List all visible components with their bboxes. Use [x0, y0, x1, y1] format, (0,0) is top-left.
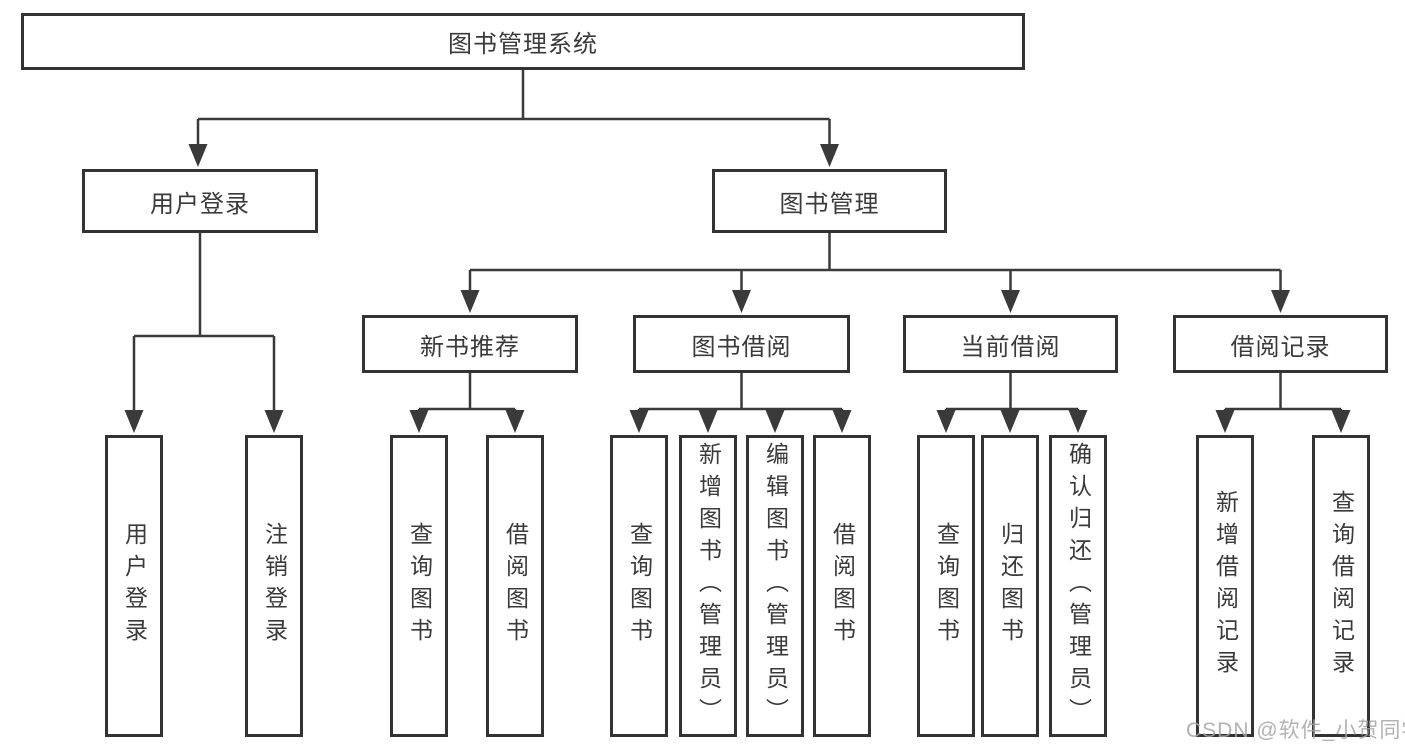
leaf-borrow-books-1: 借阅图书 — [486, 435, 544, 737]
arrowhead — [820, 144, 839, 167]
node-current-borrow: 当前借阅 — [903, 315, 1118, 373]
leaf-label: 查询借阅记录 — [1328, 490, 1355, 682]
connector-records-children — [1223, 373, 1343, 414]
arrowhead — [460, 290, 480, 313]
leaf-label: 确认归还（管理员） — [1065, 442, 1092, 730]
leaf-query-books-2: 查询图书 — [610, 435, 668, 737]
leaf-return-books: 归还图书 — [981, 435, 1039, 737]
arrowhead — [1215, 410, 1235, 433]
leaf-add-books-admin: 新增图书（管理员） — [679, 435, 737, 737]
leaf-add-borrow-record: 新增借阅记录 — [1196, 435, 1254, 737]
connector-current-children — [944, 373, 1080, 414]
node-root-label: 图书管理系统 — [448, 31, 598, 58]
node-label: 图书借阅 — [691, 333, 792, 361]
node-new-book-recommend: 新书推荐 — [362, 315, 578, 373]
connector-userlogin-children — [132, 233, 276, 413]
node-label: 当前借阅 — [960, 333, 1061, 361]
leaf-query-books-1: 查询图书 — [390, 435, 448, 737]
leaf-label: 新增图书（管理员） — [695, 442, 722, 730]
arrowhead — [936, 410, 956, 433]
arrowhead — [1068, 410, 1088, 433]
node-borrow-records: 借阅记录 — [1173, 315, 1388, 373]
arrowhead — [629, 410, 649, 433]
node-user-login-group: 用户登录 — [82, 169, 318, 233]
node-root: 图书管理系统 — [21, 13, 1025, 70]
leaf-label: 注销登录 — [261, 522, 288, 650]
arrowhead — [1331, 410, 1351, 433]
arrowhead — [409, 410, 429, 433]
arrowhead — [1271, 290, 1290, 313]
leaf-query-borrow-record: 查询借阅记录 — [1312, 435, 1370, 737]
leaf-logout: 注销登录 — [245, 435, 303, 737]
leaf-user-login: 用户登录 — [105, 435, 163, 737]
leaf-borrow-books-2: 借阅图书 — [813, 435, 871, 737]
arrowhead — [732, 290, 751, 313]
leaf-label: 查询图书 — [406, 522, 433, 650]
leaf-confirm-return-admin: 确认归还（管理员） — [1049, 435, 1107, 737]
arrowhead — [765, 410, 785, 433]
leaf-query-books-3: 查询图书 — [917, 435, 975, 737]
connector-root-to-level2 — [196, 70, 831, 147]
leaf-label: 查询图书 — [933, 522, 960, 650]
arrowhead — [264, 410, 284, 433]
leaf-label: 查询图书 — [626, 522, 653, 650]
arrowhead — [505, 410, 525, 433]
arrowhead — [124, 410, 144, 433]
arrowhead — [832, 410, 852, 433]
leaf-label: 归还图书 — [997, 522, 1024, 650]
node-book-management: 图书管理 — [712, 169, 947, 233]
node-label: 新书推荐 — [420, 333, 520, 361]
leaf-label: 编辑图书（管理员） — [762, 442, 789, 730]
arrowhead — [1001, 290, 1020, 313]
arrowhead — [1000, 410, 1020, 433]
connector-borrow-children — [637, 373, 844, 414]
leaf-label: 借阅图书 — [829, 522, 856, 650]
connector-bookmgmt-to-level3 — [468, 233, 1282, 293]
connector-newbooks-children — [417, 373, 517, 414]
leaf-label: 借阅图书 — [502, 522, 529, 650]
leaf-edit-books-admin: 编辑图书（管理员） — [746, 435, 804, 737]
leaf-label: 用户登录 — [121, 522, 148, 650]
node-label: 图书管理 — [779, 190, 880, 218]
csdn-watermark: CSDN @软件_小贺同学 — [1186, 719, 1405, 742]
arrowhead — [698, 410, 718, 433]
leaf-label: 新增借阅记录 — [1212, 490, 1239, 682]
node-label: 借阅记录 — [1230, 333, 1331, 361]
node-book-borrow: 图书借阅 — [633, 315, 850, 373]
node-label: 用户登录 — [150, 190, 250, 218]
arrowhead — [188, 144, 208, 167]
